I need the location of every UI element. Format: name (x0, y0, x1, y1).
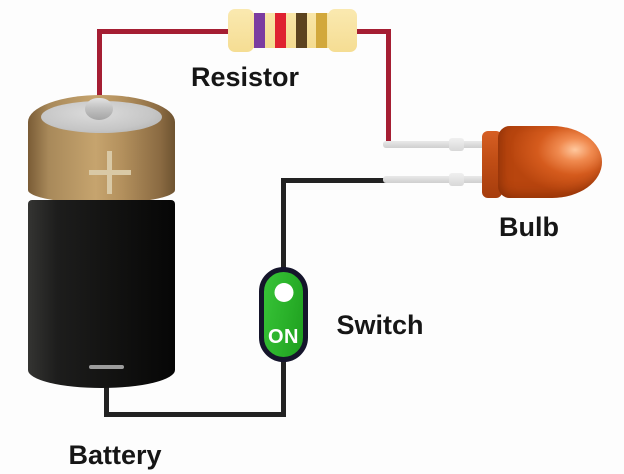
resistor-label: Resistor (190, 61, 300, 92)
positive-wire-resistor-to-bulb-vertical (386, 29, 391, 147)
negative-wire-bulb-horizontal (282, 178, 386, 183)
resistor-band-brown (296, 13, 307, 48)
bulb-label: Bulb (499, 211, 559, 242)
switch-state-label: ON (268, 326, 299, 348)
battery-label: Battery (68, 439, 162, 470)
resistor-band-red (275, 13, 286, 48)
negative-wire-bottom-horizontal (104, 412, 286, 417)
battery-positive-terminal (85, 98, 113, 120)
resistor-end-cap-right (328, 9, 357, 52)
switch: ON (259, 267, 308, 362)
switch-indicator-dot (274, 283, 293, 302)
positive-wire-resistor-to-bulb-horizontal (355, 29, 391, 34)
bulb-flange (482, 131, 502, 198)
minus-icon (89, 365, 124, 369)
plus-icon (107, 151, 112, 194)
resistor-band-violet (254, 13, 265, 48)
bulb-lead-top-crimp (449, 138, 464, 151)
battery-body (28, 200, 175, 388)
negative-wire-switch-to-bottom-vertical (281, 355, 286, 416)
resistor-end-cap-left (228, 9, 254, 52)
negative-wire-bulb-to-switch-vertical (281, 178, 286, 273)
bulb-lead-bottom-crimp (449, 173, 464, 186)
bulb-dome (498, 126, 602, 198)
bulb-lead-bottom (383, 176, 485, 183)
positive-wire-battery-terminal-vertical (97, 29, 102, 105)
switch-label: Switch (336, 309, 424, 340)
bulb-lead-top (383, 141, 485, 148)
positive-wire-battery-to-resistor-horizontal (97, 29, 231, 34)
resistor-band-gold (316, 13, 327, 48)
negative-wire-battery-bottom-vertical (104, 378, 109, 416)
